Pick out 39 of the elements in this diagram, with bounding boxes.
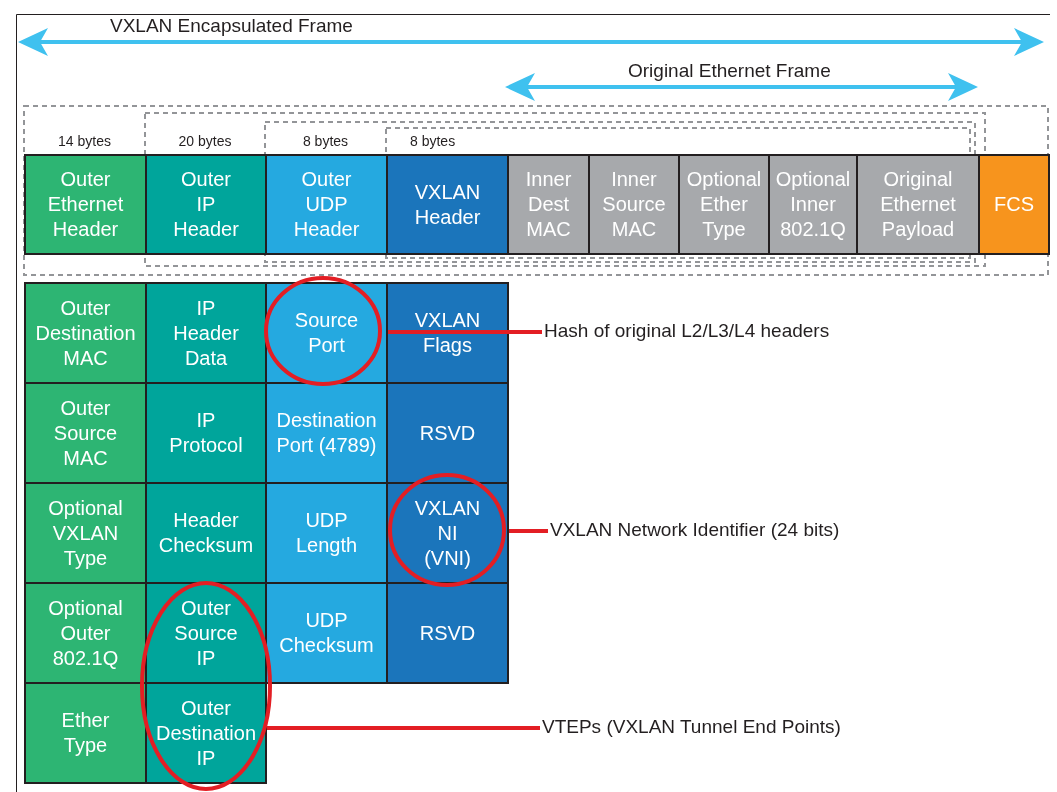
header-field: Outer Source MAC <box>24 382 147 484</box>
header-field: Outer Source IP <box>145 582 267 684</box>
header-field: Optional VXLAN Type <box>24 482 147 584</box>
header-field: VXLAN Flags <box>386 282 509 384</box>
byte-size-label: 14 bytes <box>57 133 112 149</box>
header-field: Header Checksum <box>145 482 267 584</box>
header-field: IP Header Data <box>145 282 267 384</box>
header-field: RSVD <box>386 382 509 484</box>
header-field: Outer Ethernet Header <box>24 154 147 255</box>
byte-size-label: 8 bytes <box>301 133 350 149</box>
header-field: UDP Checksum <box>265 582 388 684</box>
callout-text: VXLAN Network Identifier (24 bits) <box>550 519 840 541</box>
header-field: Inner Dest MAC <box>507 154 590 255</box>
header-field: Outer Destination IP <box>145 682 267 784</box>
span-label: VXLAN Encapsulated Frame <box>110 15 353 37</box>
header-field: IP Protocol <box>145 382 267 484</box>
byte-size-label: 8 bytes <box>409 133 457 149</box>
header-field: UDP Length <box>265 482 388 584</box>
header-field: Optional Outer 802.1Q <box>24 582 147 684</box>
header-field: Optional Inner 802.1Q <box>768 154 858 255</box>
header-field: RSVD <box>386 582 509 684</box>
header-field: Ether Type <box>24 682 147 784</box>
header-field: Outer Destination MAC <box>24 282 147 384</box>
header-field: Outer UDP Header <box>265 154 388 255</box>
byte-size-label: 20 bytes <box>177 133 233 149</box>
span-label: Original Ethernet Frame <box>628 60 831 82</box>
header-field: Optional Ether Type <box>678 154 770 255</box>
callout-text: Hash of original L2/L3/L4 headers <box>544 320 830 342</box>
leader-line <box>267 726 540 730</box>
leader-line <box>388 330 542 334</box>
leader-line <box>509 529 548 533</box>
header-field: Outer IP Header <box>145 154 267 255</box>
header-field: VXLAN NI (VNI) <box>386 482 509 584</box>
header-field: Original Ethernet Payload <box>856 154 980 255</box>
header-field: VXLAN Header <box>386 154 509 255</box>
header-field: Inner Source MAC <box>588 154 680 255</box>
header-field: Destination Port (4789) <box>265 382 388 484</box>
callout-text: VTEPs (VXLAN Tunnel End Points) <box>542 716 841 738</box>
header-field: FCS <box>978 154 1050 255</box>
